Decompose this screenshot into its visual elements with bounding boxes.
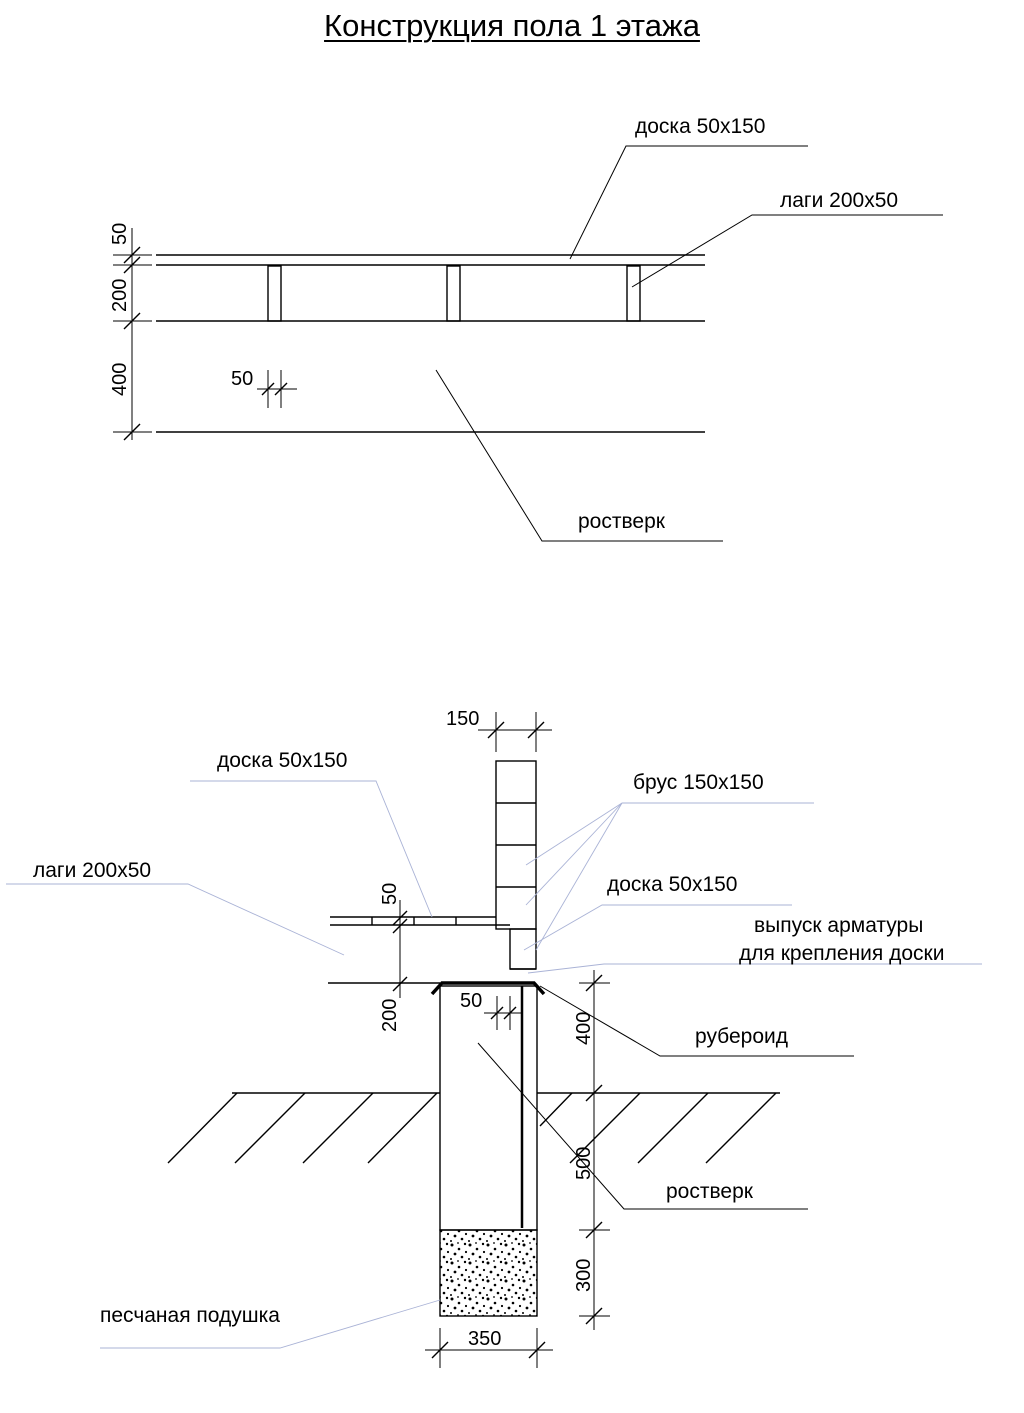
gap-dimension [484, 996, 522, 1030]
dim-above-ground: 400 [573, 1012, 595, 1045]
leader-grillage [435, 369, 723, 542]
leader-joists-section [6, 883, 345, 956]
label-board-floor: доска 50х150 [217, 749, 348, 772]
leader-beam-2 [525, 802, 623, 906]
dim-joist-height: 200 [109, 279, 131, 312]
label-grillage-section: ростверк [666, 1180, 754, 1203]
top-view: 50 200 400 50 доска 50х150 лаги 200х50 р… [109, 115, 943, 542]
dim-sand-depth: 300 [573, 1259, 595, 1292]
leader-board-wall [523, 904, 792, 951]
joist-2 [446, 265, 461, 322]
dim-board-gap: 50 [460, 990, 482, 1012]
leader-sand [100, 1299, 441, 1349]
label-rebar-line1: выпуск арматуры [754, 914, 923, 937]
top-dimension-chain [113, 228, 152, 441]
roofing-layer [430, 981, 546, 996]
label-grillage: ростверк [578, 510, 666, 533]
label-joists: лаги 200х50 [780, 189, 898, 212]
foundation-width-dimension [425, 1328, 553, 1368]
floor-boards [330, 916, 510, 926]
dim-board-thickness-section: 50 [379, 883, 401, 905]
label-board-wall: доска 50х150 [607, 873, 738, 896]
leader-grillage-section [477, 1042, 808, 1210]
joist-3 [626, 265, 641, 322]
leader-board [569, 145, 808, 260]
section-view: 150 50 200 50 [6, 708, 982, 1368]
wall-board [509, 928, 537, 970]
leader-rebar [527, 963, 982, 974]
dim-joist-height-section: 200 [379, 999, 401, 1032]
label-sand: песчаная подушка [100, 1304, 280, 1327]
label-beam: брус 150х150 [633, 771, 764, 794]
dim-joist-width: 50 [231, 368, 253, 390]
joist-width-dimension [257, 370, 297, 408]
dim-grillage-gap: 400 [109, 363, 131, 396]
leader-board-floor [190, 780, 433, 918]
right-dimension-chain [579, 970, 610, 1330]
dim-foundation-width: 350 [468, 1328, 501, 1350]
leader-joists [631, 214, 943, 288]
label-rebar-line2: для крепления доски [739, 942, 944, 965]
ground-hatching [167, 1092, 780, 1164]
joist-1 [267, 265, 282, 322]
dim-beam-width: 150 [446, 708, 479, 730]
label-board: доска 50х150 [635, 115, 766, 138]
leader-roofing [539, 985, 854, 1057]
left-dimension-chain [386, 900, 412, 998]
beam-width-dimension [478, 712, 552, 752]
leader-beam-3 [535, 802, 623, 951]
leader-beam-1 [525, 802, 623, 866]
page-title: Конструкция пола 1 этажа [324, 8, 700, 43]
label-roofing: рубероид [695, 1025, 788, 1048]
label-joists-section: лаги 200х50 [33, 859, 151, 882]
dim-board-thickness: 50 [109, 223, 131, 245]
sand-cushion [439, 1229, 538, 1317]
